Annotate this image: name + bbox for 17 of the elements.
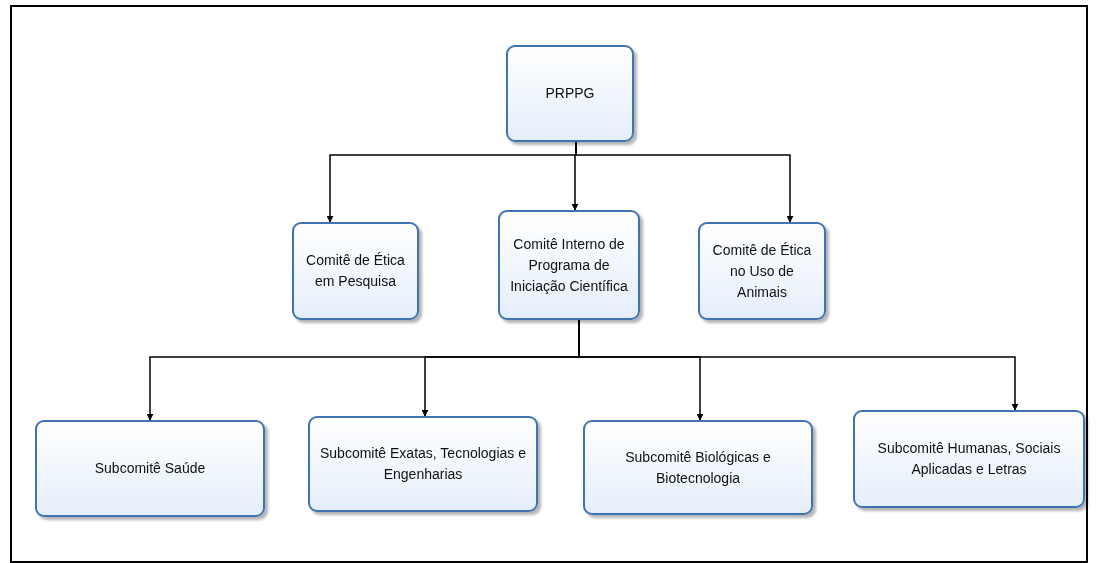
box-label: Comitê de Ética em Pesquisa	[305, 251, 406, 291]
org-box	[292, 222, 419, 320]
box-label: Comitê Interno de Programa de Iniciação Científica	[509, 234, 629, 296]
box-label: Subcomitê Exatas, Tecnologias e Engenharias	[319, 444, 527, 484]
box-label: Comitê de Ética no Uso de Animais	[711, 240, 813, 302]
org-box	[498, 210, 640, 320]
org-box	[853, 410, 1085, 508]
box-label: Subcomitê Saúde	[94, 459, 206, 478]
org-box	[698, 222, 826, 320]
box-label: PRPPG	[545, 84, 595, 103]
connector-arrow	[575, 141, 794, 223]
org-box	[506, 45, 634, 142]
org-box	[583, 420, 813, 515]
org-box	[308, 416, 538, 512]
box-label: Subcomitê Biológicas e Biotecnologia	[624, 447, 772, 488]
org-box	[35, 420, 265, 517]
box-label: Subcomitê Humanas, Sociais Aplicadas e Letras	[876, 439, 1062, 479]
